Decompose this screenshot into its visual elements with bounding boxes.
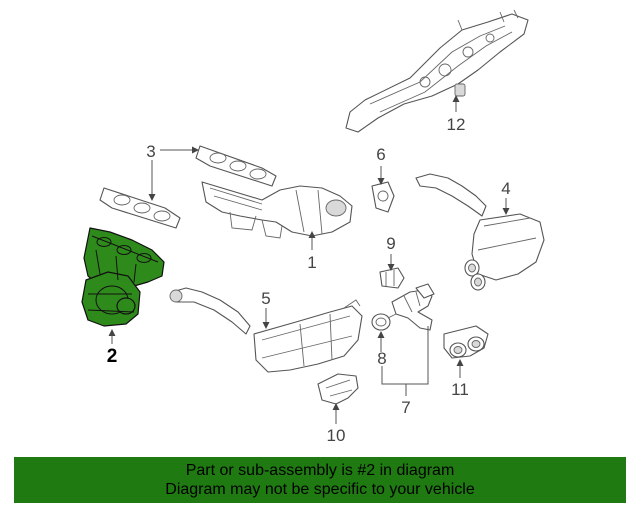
part-3-gasket[interactable] [99, 145, 277, 229]
callout-11: 11 [451, 380, 469, 399]
part-8-clamp-ring[interactable] [371, 313, 397, 331]
callout-12: 12 [447, 115, 466, 134]
banner-line-1: Part or sub-assembly is #2 in diagram [185, 462, 455, 479]
callout-2: 2 [107, 346, 118, 367]
callout-7: 7 [401, 398, 410, 417]
part-12-crossmember[interactable] [345, 9, 529, 133]
part-5-muffler-pipe[interactable] [169, 287, 363, 373]
callout-10: 10 [327, 426, 346, 445]
callout-4: 4 [501, 179, 510, 198]
callout-3: 3 [146, 142, 155, 161]
part-10-bracket[interactable] [317, 373, 359, 405]
part-11-tailpipe-tips[interactable] [443, 325, 489, 359]
callout-9: 9 [386, 234, 395, 253]
callout-labels: 3 1 2 4 5 6 7 8 9 10 11 12 [107, 115, 511, 445]
leader-lines [108, 95, 510, 424]
part-1-manifold[interactable] [201, 181, 353, 239]
part-9-clamp[interactable] [379, 267, 405, 289]
info-banner: Part or sub-assembly is #2 in diagram Di… [14, 457, 626, 503]
parts-diagram: 3 1 2 4 5 6 7 8 9 10 11 12 [81, 9, 545, 445]
part-7-connector-pipe[interactable] [391, 283, 435, 331]
part-4-muffler[interactable] [415, 173, 545, 291]
callout-6: 6 [376, 145, 385, 164]
banner-line-2: Diagram may not be specific to your vehi… [165, 481, 475, 498]
callout-8: 8 [377, 349, 386, 368]
part-2-manifold-selected[interactable] [81, 227, 165, 327]
callout-1: 1 [307, 253, 316, 272]
part-6-flange-gasket[interactable] [371, 181, 395, 213]
callout-5: 5 [261, 289, 270, 308]
